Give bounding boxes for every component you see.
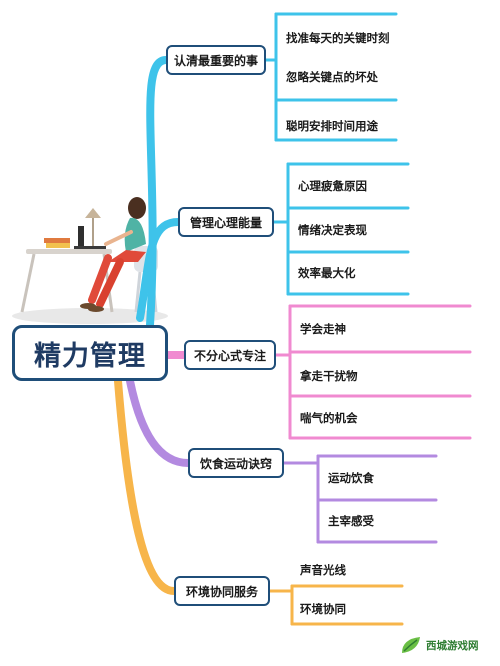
leaf-node: 聪明安排时间用途 [286, 119, 378, 133]
branch-node: 饮食运动诀窍 [188, 448, 284, 478]
connector-line [136, 218, 182, 322]
leaf-node: 情绪决定表现 [298, 223, 367, 237]
connector-line [146, 56, 170, 329]
branch-node: 环境协同服务 [174, 576, 270, 606]
branch-label: 管理心理能量 [189, 215, 262, 230]
leaf-logo-icon [402, 637, 420, 653]
leaf-node: 拿走干扰物 [300, 369, 358, 383]
branch-label: 认清最重要的事 [173, 53, 258, 68]
branch-label: 环境协同服务 [185, 584, 258, 599]
branch-node: 管理心理能量 [178, 207, 274, 237]
leaf-node: 忽略关键点的坏处 [286, 70, 378, 84]
leaf-node: 找准每天的关键时刻 [286, 31, 390, 45]
leaf-node: 学会走神 [300, 322, 346, 336]
leaf-node: 环境协同 [300, 602, 346, 616]
watermark-text: 西城游戏网 [426, 639, 479, 652]
central-topic: 精力管理 [12, 325, 168, 381]
leaf-node: 效率最大化 [298, 266, 356, 280]
leaf-node: 运动饮食 [328, 471, 374, 485]
watermark-logo: 西城游戏网 [400, 632, 492, 658]
branch-node: 不分心式专注 [184, 340, 276, 370]
leaf-node: 主宰感受 [328, 514, 374, 528]
branch-label: 饮食运动诀窍 [199, 456, 272, 471]
branch-node: 认清最重要的事 [166, 45, 266, 75]
leaf-node: 声音光线 [300, 563, 346, 577]
connector-line [126, 377, 192, 467]
leaf-node: 喘气的机会 [300, 411, 358, 425]
connector-line [114, 377, 178, 595]
leaf-node: 心理疲惫原因 [298, 179, 367, 193]
branch-label: 不分心式专注 [193, 348, 266, 363]
central-topic-label: 精力管理 [34, 340, 146, 372]
